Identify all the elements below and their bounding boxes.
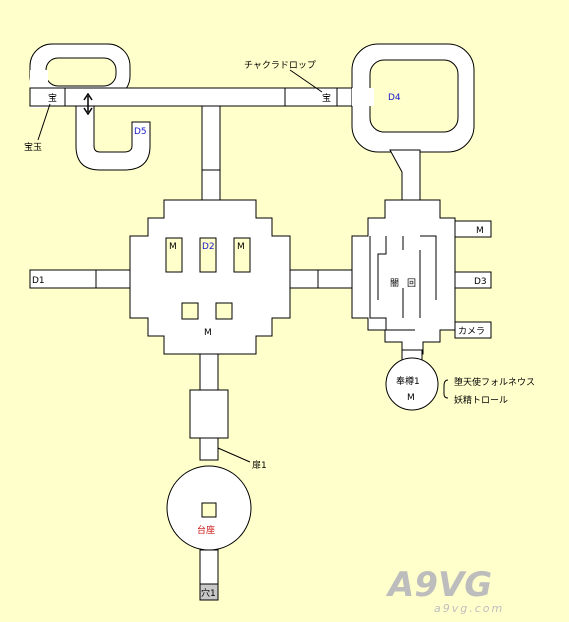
label-pedestal: 台座 (197, 524, 215, 536)
east-chamber (351, 199, 456, 355)
label-hole: 穴1 (201, 587, 216, 599)
top-right-loop (351, 43, 475, 153)
west-corridor (29, 269, 131, 289)
label-treasure-left: 宝 (48, 92, 57, 104)
label-d2: D2 (202, 242, 215, 252)
watermark-url: a9vg.com (434, 602, 504, 615)
label-camera: カメラ (458, 326, 485, 337)
top-left-loop (29, 43, 131, 108)
south-corridor (199, 353, 219, 391)
label-chakra-drop: チャクラドロップ (244, 60, 316, 71)
north-corridor (201, 105, 221, 201)
door-room (189, 389, 229, 439)
label-d5: D5 (134, 127, 147, 137)
label-d4: D4 (388, 93, 401, 103)
sacrifice-chamber (385, 357, 439, 411)
top-corridor-left (29, 87, 286, 107)
label-m-5: M (407, 393, 415, 403)
label-door: 扉1 (252, 459, 267, 471)
label-m-4: M (476, 226, 484, 236)
east-corridor (289, 269, 353, 289)
label-treasure-orb: 宝玉 (24, 141, 42, 153)
label-sacrifice: 奉樽1 (396, 375, 420, 387)
label-d3: D3 (474, 277, 487, 287)
label-d1: D1 (32, 276, 45, 286)
label-m-3: M (204, 328, 212, 338)
label-m-1: M (169, 242, 177, 252)
d5-corridor (75, 105, 151, 171)
label-treasure-right: 宝 (322, 92, 331, 104)
double-arrow-icon (83, 92, 93, 116)
watermark-logo: A9VG (385, 565, 492, 605)
label-m-2: M (237, 242, 245, 252)
label-enemy-2: 妖精トロール (454, 394, 508, 406)
label-circle: 回 (407, 278, 416, 289)
label-enemy-1: 堕天使フォルネウス (454, 376, 535, 388)
label-dark: 闇 (390, 278, 399, 289)
hole-tile (199, 583, 219, 601)
